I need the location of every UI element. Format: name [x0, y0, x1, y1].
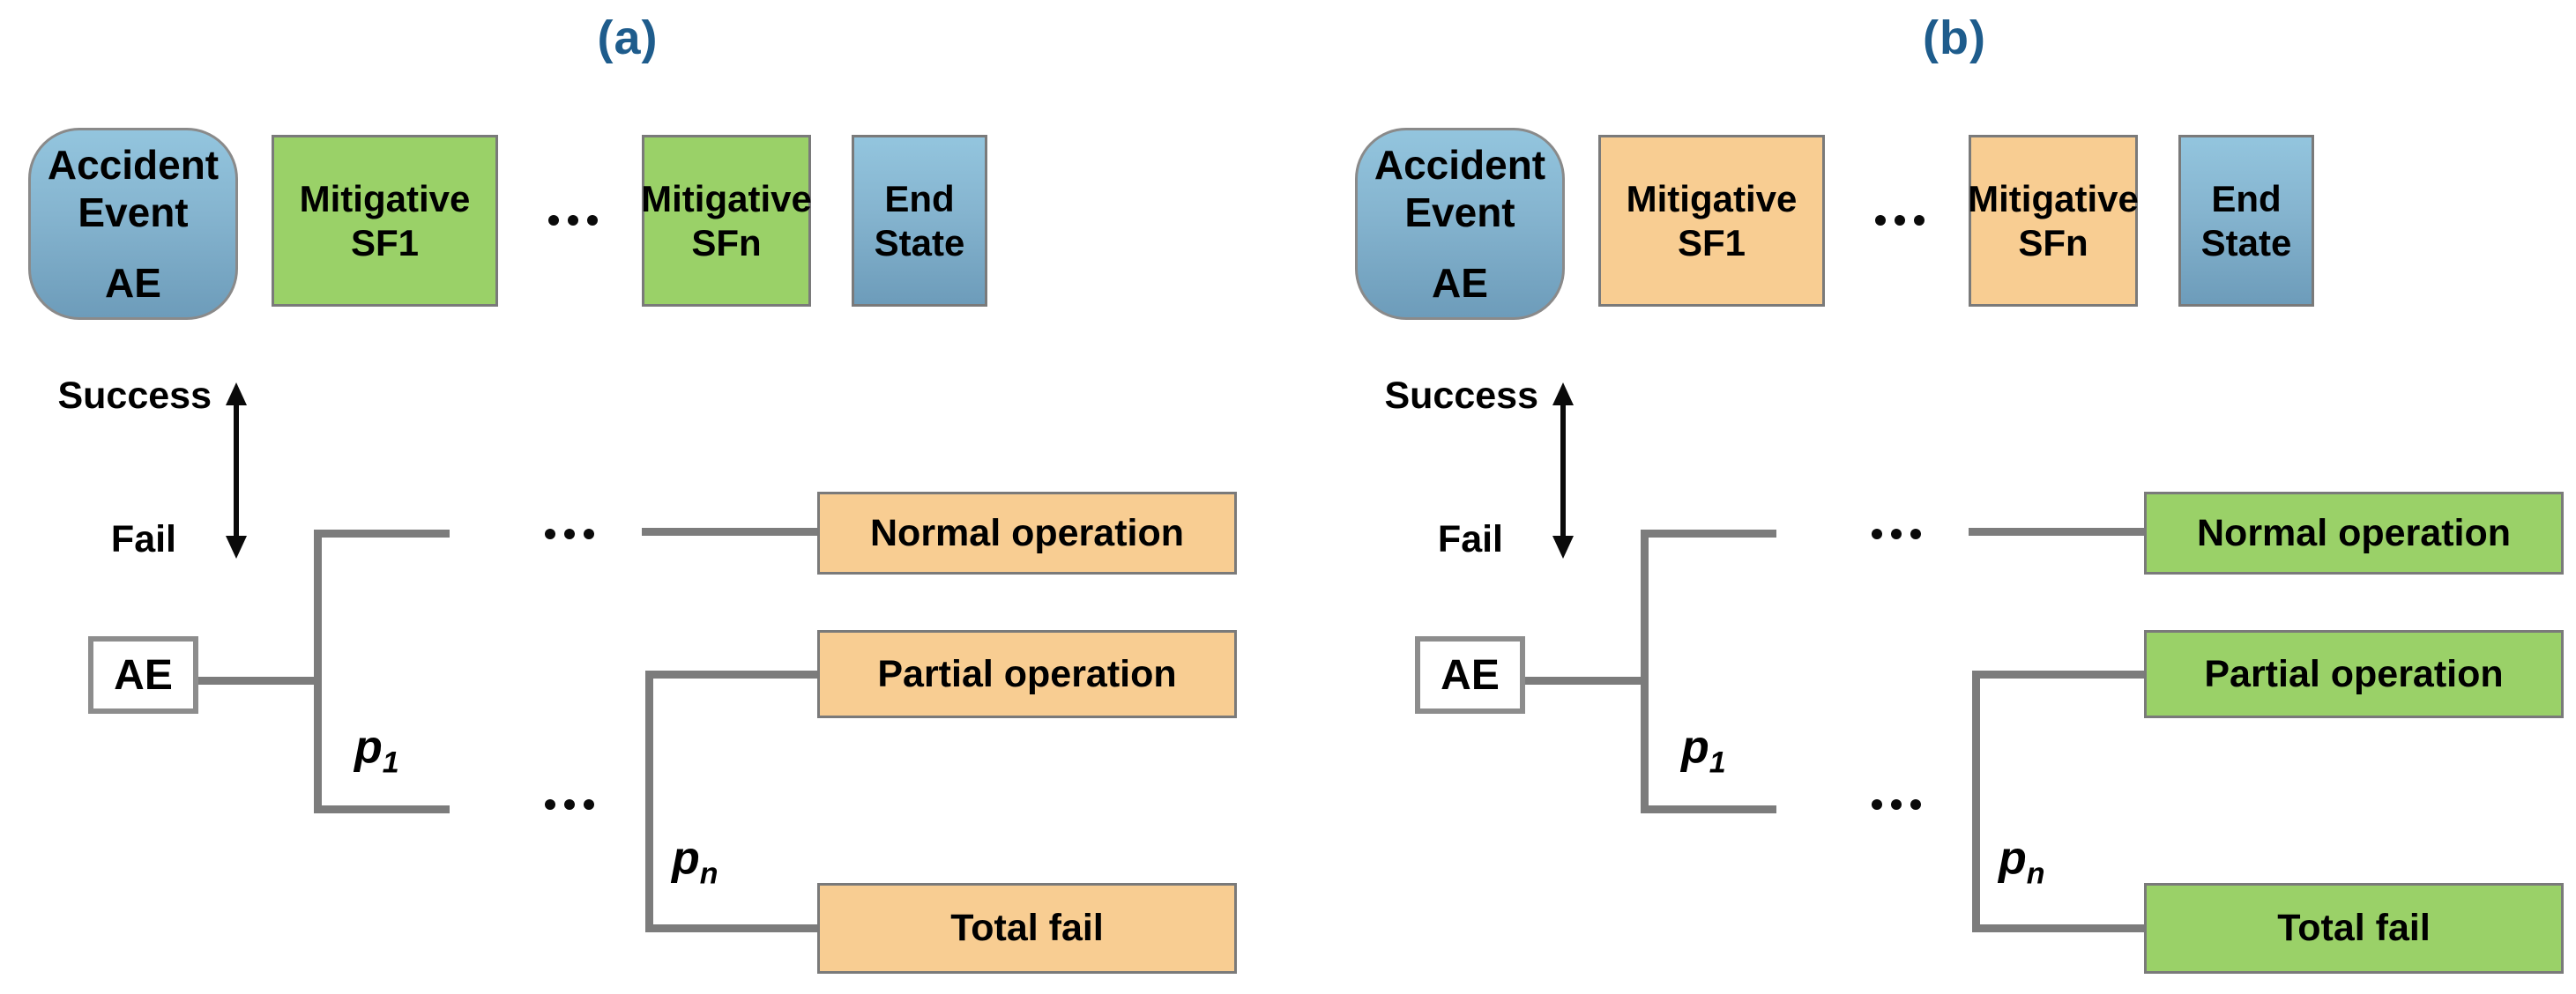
ae-connector-line	[1525, 677, 1644, 685]
partial-operation-connector	[645, 671, 817, 679]
end-state-node: End State	[852, 135, 987, 307]
ellipsis-icon	[545, 529, 594, 539]
mitigative-sf1-node: Mitigative SF1	[1598, 135, 1825, 307]
p1-label: p1	[354, 722, 399, 780]
mitigative-sfn-node: Mitigative SFn	[1968, 135, 2139, 307]
branchN-vertical-line	[1972, 671, 1980, 932]
total-fail-box: Total fail	[817, 883, 1237, 974]
branchN-vertical-line	[645, 671, 653, 932]
accident-line1: Accident	[47, 141, 220, 188]
mitigative-sfn-line1: Mitigative	[1968, 177, 2139, 219]
branch1-success-line	[314, 530, 450, 538]
branch1-fail-line	[1641, 805, 1776, 813]
normal-operation-box: Normal operation	[2144, 492, 2564, 575]
partial-operation-box: Partial operation	[817, 630, 1237, 718]
accident-line2: Event	[1404, 189, 1515, 235]
end-state-node: End State	[2178, 135, 2314, 307]
end-state-line2: State	[2200, 221, 2292, 263]
total-fail-connector	[645, 924, 817, 932]
mitigative-sf1-node: Mitigative SF1	[272, 135, 498, 307]
total-fail-box: Total fail	[2144, 883, 2564, 974]
branch1-vertical-line	[314, 530, 322, 813]
mitigative-sf1-line2: SF1	[1677, 221, 1746, 263]
ellipsis-icon	[548, 215, 598, 226]
ellipsis-icon	[545, 799, 594, 810]
normal-operation-connector	[1969, 528, 2144, 536]
ae-label: AE	[1441, 651, 1500, 699]
diagram-a: (a) Accident Event AE Mitigative SF1 Mit…	[0, 0, 1287, 994]
ae-label: AE	[114, 651, 173, 699]
accident-line3: AE	[1432, 260, 1488, 307]
branch1-vertical-line	[1641, 530, 1649, 813]
normal-operation-connector	[642, 528, 817, 536]
branch1-fail-line	[314, 805, 450, 813]
mitigative-sfn-node: Mitigative SFn	[641, 135, 812, 307]
success-label: Success	[57, 375, 212, 417]
success-fail-arrow-icon	[226, 382, 247, 559]
mitigative-sfn-line2: SFn	[2018, 221, 2088, 263]
mitigative-sf1-line1: Mitigative	[1626, 177, 1798, 219]
mitigative-sfn-line1: Mitigative	[641, 177, 812, 219]
accident-event-node: Accident Event AE	[1355, 128, 1565, 320]
success-label: Success	[1384, 375, 1538, 417]
mitigative-sf1-line1: Mitigative	[299, 177, 471, 219]
pn-label: pn	[1999, 833, 2045, 891]
accident-line3: AE	[105, 260, 161, 307]
success-fail-arrow-icon	[1552, 382, 1574, 559]
end-state-line1: End	[2211, 177, 2282, 219]
p1-label: p1	[1681, 722, 1726, 780]
fail-label: Fail	[1437, 518, 1503, 560]
end-state-line1: End	[884, 177, 955, 219]
partial-operation-connector	[1972, 671, 2144, 679]
ellipsis-icon	[1875, 215, 1925, 226]
ae-connector-line	[198, 677, 317, 685]
diagram-b-title: (b)	[1923, 11, 1986, 64]
ellipsis-icon	[1872, 799, 1921, 810]
mitigative-sf1-line2: SF1	[350, 221, 420, 263]
diagram-b: (b) Accident Event AE Mitigative SF1 Mit…	[1327, 0, 2576, 994]
fail-label: Fail	[110, 518, 176, 560]
branch1-success-line	[1641, 530, 1776, 538]
accident-event-node: Accident Event AE	[28, 128, 238, 320]
ae-node: AE	[1415, 636, 1525, 714]
ae-node: AE	[88, 636, 198, 714]
normal-operation-box: Normal operation	[817, 492, 1237, 575]
mitigative-sfn-line2: SFn	[691, 221, 762, 263]
diagram-a-title: (a)	[597, 11, 659, 64]
end-state-line2: State	[874, 221, 965, 263]
pn-label: pn	[672, 833, 718, 891]
total-fail-connector	[1972, 924, 2144, 932]
partial-operation-box: Partial operation	[2144, 630, 2564, 718]
accident-line1: Accident	[1374, 141, 1546, 188]
accident-line2: Event	[78, 189, 189, 235]
ellipsis-icon	[1872, 529, 1921, 539]
